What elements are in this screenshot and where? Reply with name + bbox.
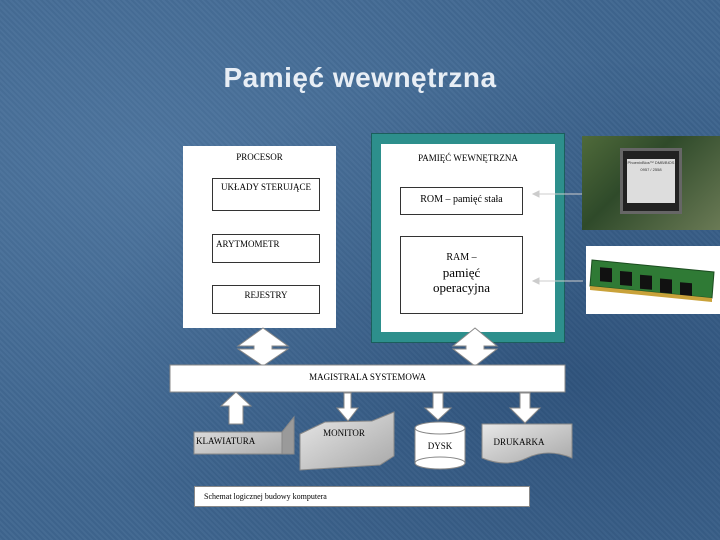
monitor-label: MONITOR	[323, 428, 365, 438]
bus-double-arrows	[236, 327, 499, 367]
ram-box: RAM – pamięć operacyjna	[400, 236, 523, 314]
slide-title: Pamięć wewnętrzna	[223, 62, 497, 93]
control-units-box: UKŁADY STERUJĄCE	[212, 178, 320, 211]
printer-shape	[481, 423, 573, 464]
ram-module-graphic	[589, 259, 715, 302]
bios-chip-photo: PhoenixBios™ DMB/BIOS 0957 / 2558	[582, 136, 720, 230]
control-units-label: UKŁADY STERUJĄCE	[221, 182, 311, 192]
bus-label: MAGISTRALA SYSTEMOWA	[309, 372, 426, 382]
ram-prefix: RAM –	[446, 252, 477, 263]
device-arrows	[219, 391, 542, 425]
ram-module-photo	[586, 246, 720, 314]
alu-label: ARYTMOMETR	[216, 239, 280, 249]
photo-link-arrows	[531, 190, 583, 285]
memory-panel: PAMIĘĆ WEWNĘTRZNA ROM – pamięć stała RAM…	[381, 144, 555, 332]
cpu-panel: PROCESOR UKŁADY STERUJĄCE ARYTMOMETR REJ…	[183, 146, 336, 328]
memory-label: PAMIĘĆ WEWNĘTRZNA	[418, 153, 518, 163]
registers-label: REJESTRY	[244, 290, 288, 300]
bios-chip-text: PhoenixBios™ DMB/BIOS 0957 / 2558	[627, 159, 675, 203]
disk-label: DYSK	[427, 441, 453, 451]
system-bus	[169, 364, 566, 393]
memory-highlight: PAMIĘĆ WEWNĘTRZNA ROM – pamięć stała RAM…	[371, 133, 565, 343]
diagram-caption: Schemat logicznej budowy komputera	[194, 486, 530, 507]
registers-box: REJESTRY	[212, 285, 320, 314]
printer-label: DRUKARKA	[493, 437, 545, 447]
disk-shape	[414, 421, 466, 470]
rom-label: ROM – pamięć stała	[420, 194, 503, 205]
ram-label: pamięć operacyjna	[432, 265, 491, 295]
cpu-label: PROCESOR	[236, 152, 283, 162]
keyboard-label: KLAWIATURA	[196, 436, 256, 446]
bios-chip-body: PhoenixBios™ DMB/BIOS 0957 / 2558	[620, 148, 682, 214]
alu-box: ARYTMOMETR	[212, 234, 320, 263]
rom-box: ROM – pamięć stała	[400, 187, 523, 215]
monitor-shape	[299, 411, 395, 471]
